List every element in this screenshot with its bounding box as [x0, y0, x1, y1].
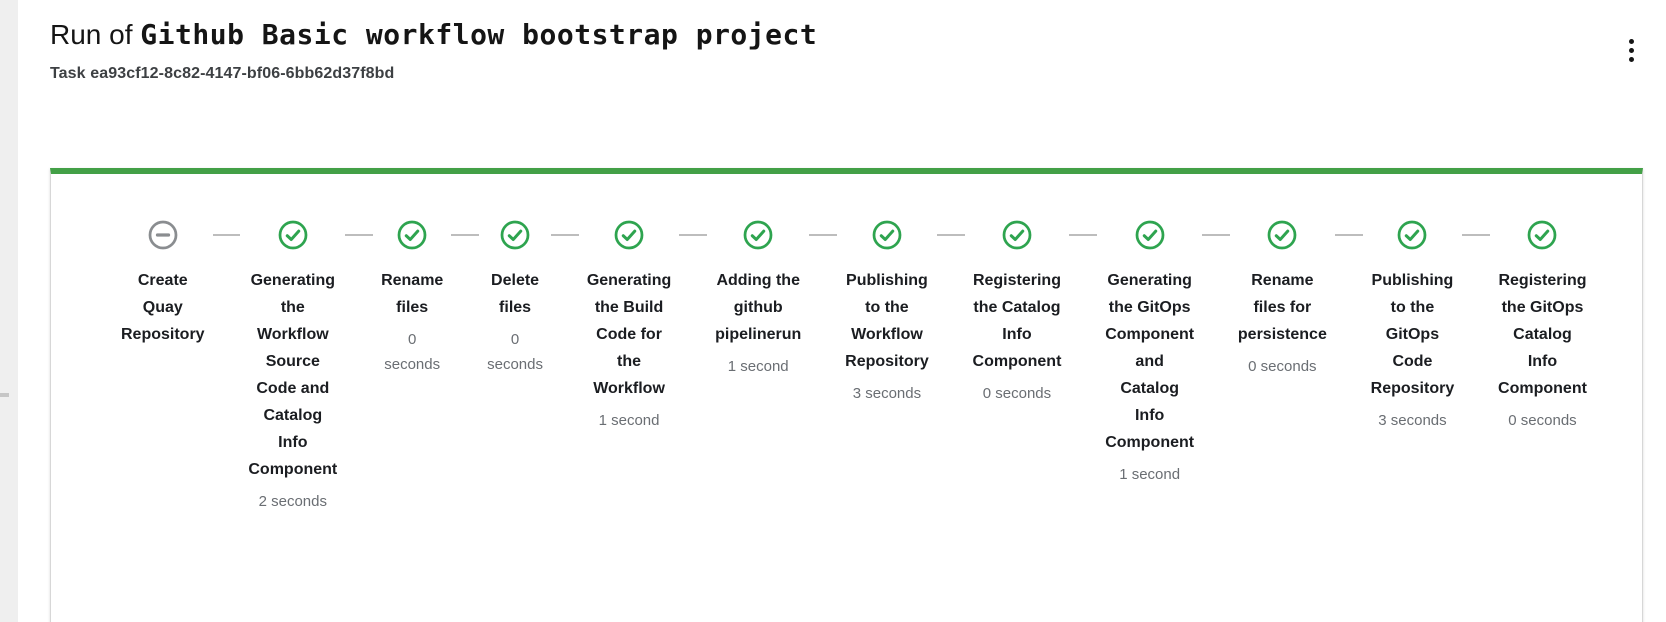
step-connector — [1462, 234, 1491, 236]
check-circle-icon — [743, 220, 773, 250]
stepper-step: Publishing to the GitOps Code Repository… — [1371, 220, 1455, 433]
step-duration: 1 second — [727, 358, 789, 375]
step-label-box: Generating the GitOps Component and Cata… — [1105, 267, 1194, 487]
kebab-menu-button[interactable] — [1616, 30, 1646, 70]
stepper-step: Delete files 0 seconds — [487, 220, 543, 377]
step-connector — [679, 234, 708, 236]
step-label-box: Adding the github pipelinerun 1 second — [715, 267, 801, 379]
step-connector — [345, 234, 374, 236]
step-duration: 1 second — [598, 412, 660, 429]
stepper-step: Generating the Workflow Source Code and … — [248, 220, 337, 514]
check-circle-icon — [1268, 220, 1297, 250]
stepper-step: Registering the GitOps Catalog Info Comp… — [1498, 220, 1587, 433]
check-circle-icon — [500, 220, 530, 250]
step-label: Adding the github pipelinerun — [715, 272, 802, 343]
left-gutter — [0, 0, 18, 622]
step-connector — [1334, 234, 1363, 236]
stepper-step: Rename files 0 seconds — [381, 220, 443, 377]
step-label: Generating the Workflow Source Code and … — [248, 272, 338, 478]
step-label-box: Rename files 0 seconds — [381, 267, 443, 377]
task-id: Task ea93cf12-8c82-4147-bf06-6bb62d37f8b… — [50, 65, 395, 82]
workflow-progress-card: Create Quay Repository Generating the Wo… — [50, 168, 1643, 622]
page-header: Run of Github Basic workflow bootstrap p… — [50, 16, 1643, 83]
step-connector — [1069, 234, 1098, 236]
step-connector — [451, 234, 480, 236]
step-label-box: Registering the GitOps Catalog Info Comp… — [1498, 267, 1587, 433]
stepper-step: Registering the Catalog Info Component 0… — [973, 220, 1062, 406]
step-label-box: Delete files 0 seconds — [487, 267, 543, 377]
stepper-step: Generating the GitOps Component and Cata… — [1105, 220, 1194, 487]
kebab-vertical-icon — [1628, 56, 1634, 62]
step-connector — [1202, 234, 1230, 236]
step-label: Publishing to the Workflow Repository — [845, 272, 929, 370]
step-duration: 0 seconds — [384, 331, 441, 373]
stepper: Create Quay Repository Generating the Wo… — [51, 174, 1642, 514]
kebab-vertical-icon — [1628, 47, 1634, 53]
step-label-box: Publishing to the GitOps Code Repository… — [1371, 267, 1455, 433]
step-label-box: Rename files for persistence 0 seconds — [1238, 267, 1327, 379]
step-label-box: Registering the Catalog Info Component 0… — [973, 267, 1062, 406]
check-circle-icon — [1135, 220, 1165, 250]
step-label: Generating the Build Code for the Workfl… — [586, 272, 672, 397]
step-label-box: Create Quay Repository — [121, 267, 205, 348]
kebab-vertical-icon — [1628, 38, 1634, 44]
step-connector — [551, 234, 579, 236]
page-title-prefix: Run of — [50, 19, 133, 50]
step-connector — [212, 234, 241, 236]
step-duration: 0 seconds — [1508, 412, 1577, 429]
step-label-box: Generating the Workflow Source Code and … — [248, 267, 337, 514]
step-label: Registering the Catalog Info Component — [972, 272, 1062, 370]
step-duration: 0 seconds — [1248, 358, 1317, 375]
step-duration: 3 seconds — [852, 385, 922, 402]
stepper-step: Rename files for persistence 0 seconds — [1238, 220, 1327, 379]
step-duration: 1 second — [1119, 466, 1181, 483]
page-title: Run of Github Basic workflow bootstrap p… — [50, 16, 1643, 54]
template-name: Github Basic workflow bootstrap project — [140, 18, 818, 51]
stepper-step: Create Quay Repository — [121, 220, 205, 348]
stepper-step: Publishing to the Workflow Repository 3 … — [845, 220, 929, 406]
step-label: Create Quay Repository — [121, 272, 205, 343]
check-circle-icon — [1002, 220, 1032, 250]
step-label: Rename files for persistence — [1237, 272, 1327, 343]
stepper-step: Adding the github pipelinerun 1 second — [715, 220, 801, 379]
check-circle-icon — [872, 220, 902, 250]
step-label: Rename files — [381, 272, 444, 316]
step-label-box: Publishing to the Workflow Repository 3 … — [845, 267, 929, 406]
check-circle-icon — [1398, 220, 1427, 250]
step-duration: 0 seconds — [487, 331, 543, 373]
step-label-box: Generating the Build Code for the Workfl… — [587, 267, 671, 433]
step-label: Publishing to the GitOps Code Repository — [1370, 272, 1455, 397]
step-duration: 3 seconds — [1378, 412, 1447, 429]
step-label: Generating the GitOps Component and Cata… — [1105, 272, 1195, 451]
minus-circle-icon — [148, 220, 178, 250]
stepper-step: Generating the Build Code for the Workfl… — [587, 220, 671, 433]
check-circle-icon — [397, 220, 427, 250]
step-connector — [936, 234, 965, 236]
step-connector — [809, 234, 838, 236]
check-circle-icon — [1528, 220, 1557, 250]
check-circle-icon — [278, 220, 308, 250]
step-duration: 0 seconds — [982, 385, 1052, 402]
check-circle-icon — [614, 220, 644, 250]
step-label: Registering the GitOps Catalog Info Comp… — [1498, 272, 1587, 397]
step-duration: 2 seconds — [258, 493, 327, 510]
page-edge-marker — [0, 393, 9, 397]
step-label: Delete files — [491, 272, 540, 316]
